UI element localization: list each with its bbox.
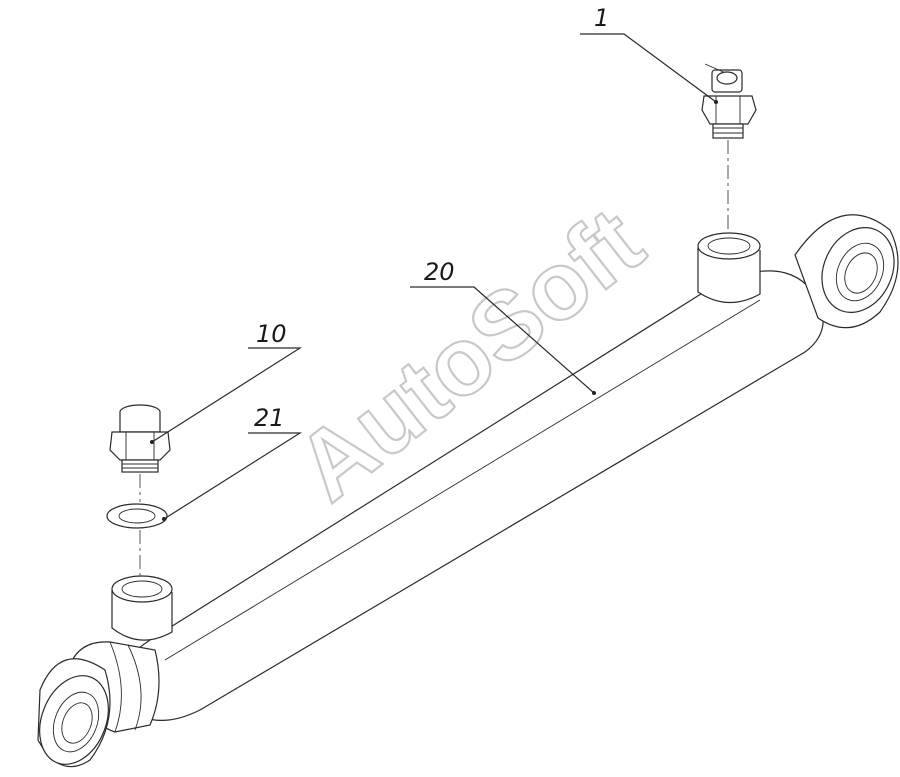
callout-20-label: 20 [424, 258, 455, 286]
callout-1-label: 1 [594, 4, 609, 32]
sealing-washer [106, 503, 168, 529]
rear-eye [37, 658, 111, 768]
callout-21-label: 21 [254, 404, 285, 432]
callout-21: 21 [162, 404, 303, 521]
callout-1: 1 [580, 4, 718, 104]
callout-20: 20 [410, 258, 596, 395]
callout-10-label: 10 [256, 320, 287, 348]
breather-fitting [701, 63, 757, 139]
union-fitting [109, 404, 171, 473]
rear-port-boss [111, 575, 173, 641]
callout-10: 10 [150, 320, 303, 444]
front-rod-eye [794, 214, 899, 329]
front-port-boss [697, 232, 761, 304]
